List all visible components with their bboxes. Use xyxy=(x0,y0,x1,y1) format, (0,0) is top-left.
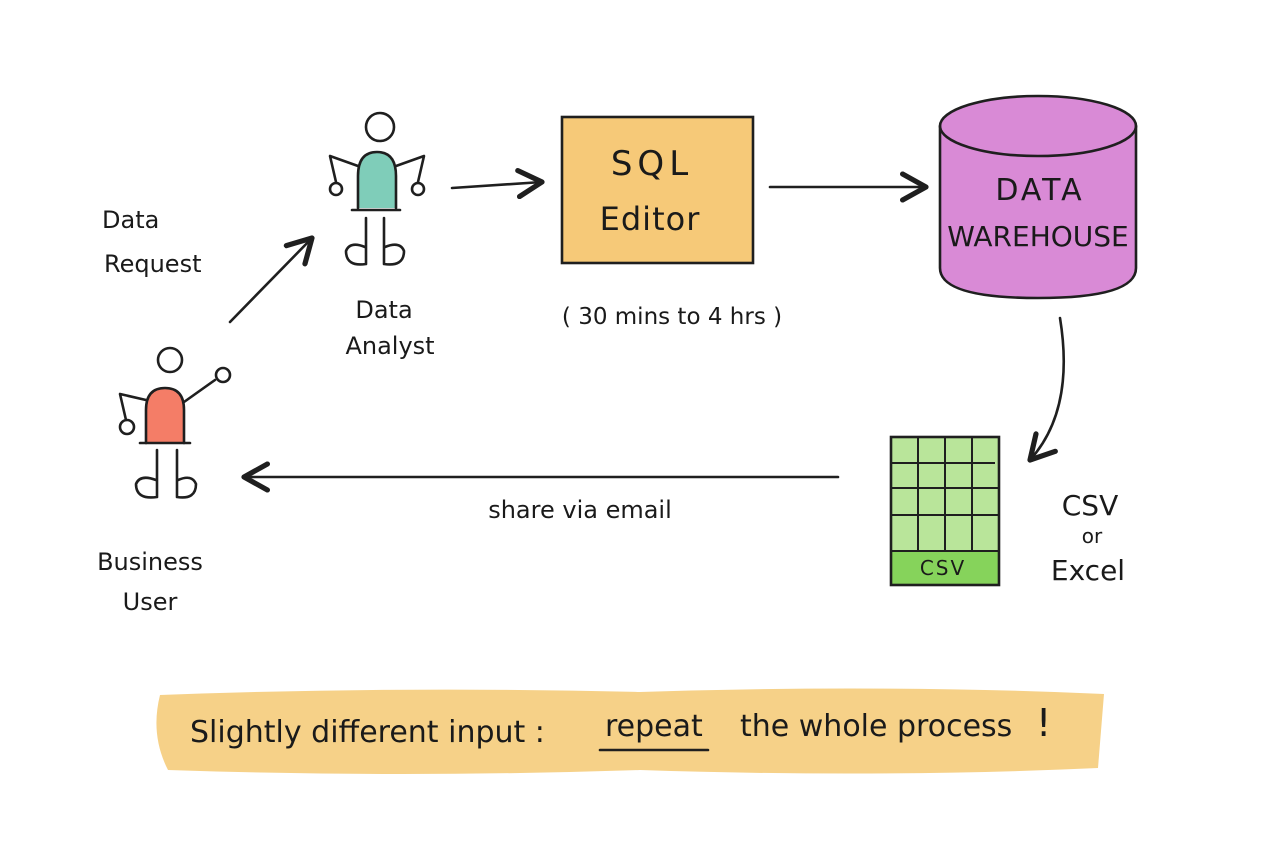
csv-or-excel-line3: Excel xyxy=(1051,554,1125,587)
business-user-label-line2: User xyxy=(123,588,178,616)
sql-editor-label-line2: Editor xyxy=(600,200,701,238)
csv-or-excel-line2: or xyxy=(1082,524,1103,548)
business-user-figure xyxy=(118,346,232,499)
warehouse-label-line1: DATA xyxy=(995,173,1084,208)
share-via-email-label: share via email xyxy=(488,496,672,524)
data-analyst-body xyxy=(358,152,396,208)
business-user-head xyxy=(156,346,184,374)
business-user-body xyxy=(146,388,184,443)
data-request-label-line1: Data xyxy=(102,206,159,234)
csv-tag-label: CSV xyxy=(920,556,966,580)
sql-editor-box: SQL Editor xyxy=(560,115,755,265)
banner-text-emphasis: repeat xyxy=(605,709,703,744)
csv-spreadsheet-icon: CSV xyxy=(889,435,1001,587)
banner-exclamation: ! xyxy=(1036,701,1051,745)
banner-text-suffix: the whole process xyxy=(740,709,1012,744)
repeat-process-banner: Slightly different input : repeat the wh… xyxy=(156,688,1104,774)
arrow-warehouse-to-csv xyxy=(1027,316,1066,463)
sql-editor-label-line1: SQL xyxy=(611,144,693,184)
data-request-label-line2: Request xyxy=(104,250,202,278)
arrow-request-to-analyst xyxy=(228,235,315,324)
data-analyst-label-line1: Data xyxy=(355,296,412,324)
warehouse-label-line2: WAREHOUSE xyxy=(947,220,1129,253)
banner-text-prefix: Slightly different input : xyxy=(190,715,545,750)
business-user-label-line1: Business xyxy=(97,548,203,576)
data-analyst-head xyxy=(364,111,396,143)
data-analyst-label-line2: Analyst xyxy=(345,332,434,360)
csv-or-excel-line1: CSV xyxy=(1062,489,1118,522)
arrow-analyst-to-sql-editor xyxy=(450,167,545,200)
data-warehouse-cylinder: DATA WAREHOUSE xyxy=(938,94,1138,300)
data-analyst-figure xyxy=(328,111,426,266)
duration-label: ( 30 mins to 4 hrs ) xyxy=(562,304,782,330)
